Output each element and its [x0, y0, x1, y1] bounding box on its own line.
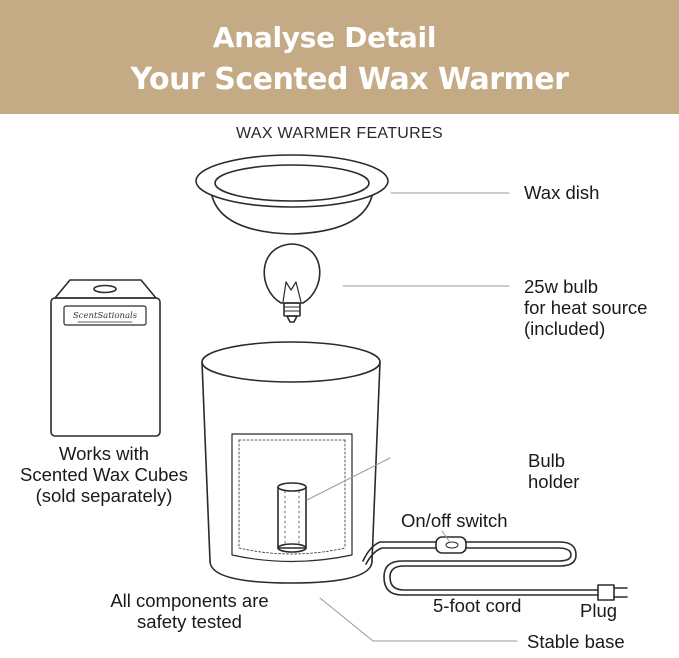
label-bulb: 25w bulb for heat source (included): [524, 276, 647, 339]
label-cord: 5-foot cord: [433, 595, 522, 616]
label-bulb-holder-line-1: Bulb: [528, 450, 566, 471]
leader-bulb-holder: [306, 457, 391, 501]
label-wax-dish: Wax dish: [524, 182, 600, 203]
label-bulb-holder: Bulb holder: [528, 450, 579, 492]
label-safety-line-1: All components are: [110, 590, 269, 611]
label-bulb-line-1: 25w bulb: [524, 276, 599, 297]
label-switch: On/off switch: [401, 510, 508, 531]
leader-switch: [441, 530, 450, 542]
wax-dish-illustration: [195, 154, 389, 235]
label-safety: All components are safety tested: [96, 590, 283, 632]
label-plug: Plug: [580, 600, 618, 621]
label-wax-cubes-line-2: Scented Wax Cubes: [20, 464, 188, 485]
wax-cube-pack-illustration: ScentSationals: [50, 279, 161, 437]
label-bulb-line-2: for heat source: [524, 297, 648, 318]
label-safety-line-2: safety tested: [137, 611, 242, 632]
label-wax-cubes-line-1: Works with: [58, 443, 150, 464]
header-banner: Analyse Detail Your Scented Wax Warmer: [0, 0, 679, 114]
bulb-illustration: [263, 243, 321, 323]
title-line-1: Analyse Detail: [212, 21, 437, 54]
cord-illustration: [362, 536, 628, 601]
wax-pack-brand: ScentSationals: [73, 311, 138, 321]
label-bulb-holder-line-2: holder: [528, 471, 580, 492]
label-wax-cubes-line-3: (sold separately): [35, 485, 173, 506]
label-wax-cubes: Works with Scented Wax Cubes (sold separ…: [8, 443, 200, 506]
warmer-body-illustration: [201, 341, 381, 584]
label-bulb-line-3: (included): [524, 318, 606, 339]
diagram-subtitle: WAX WARMER FEATURES: [236, 125, 443, 142]
title-line-2: Your Scented Wax Warmer: [130, 62, 569, 97]
label-stable-base: Stable base: [527, 631, 625, 652]
leader-base: [319, 597, 518, 642]
leader-lines: [306, 192, 518, 642]
